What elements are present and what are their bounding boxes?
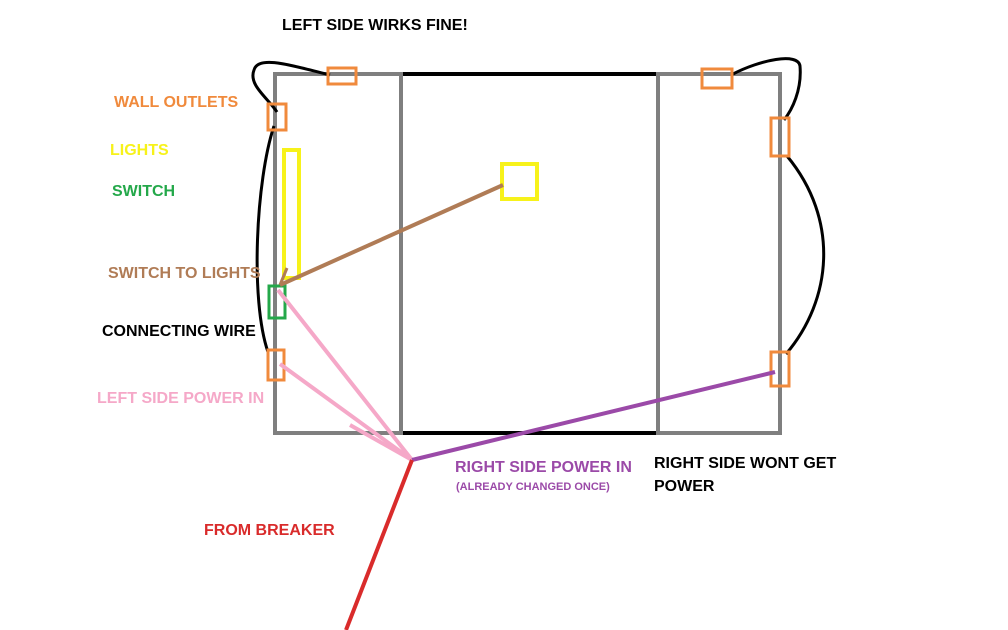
lights-middle-room <box>500 162 539 201</box>
left-room-walls <box>273 72 403 435</box>
lights-left-room <box>282 148 301 280</box>
switch-to-lights-wire-left <box>278 267 289 286</box>
legend-connecting-wire: CONNECTING WIRE <box>102 323 256 340</box>
left-power-wire-to-switch <box>276 288 414 462</box>
connecting-wire-right-side <box>784 155 826 355</box>
switch-to-lights-wire-middle <box>279 183 504 287</box>
legend-from-breaker: FROM BREAKER <box>204 522 335 539</box>
wall-outlet-left-side-top <box>266 102 288 132</box>
diagram-title: LEFT SIDE WIRKS FINE! <box>282 17 468 34</box>
note-already-changed: (ALREADY CHANGED ONCE) <box>456 481 610 493</box>
legend-left-side-power-in: LEFT SIDE POWER IN <box>97 390 265 407</box>
wall-outlet-right-side-bottom <box>769 350 791 388</box>
legend-switch-to-lights: SWITCH TO LIGHTS <box>108 265 261 282</box>
legend-switch: SWITCH <box>112 183 176 200</box>
connecting-wire-right-top <box>732 57 802 121</box>
left-power-wire-to-outlet <box>278 362 414 462</box>
right-power-wire <box>411 370 776 462</box>
right-room-walls <box>656 72 782 435</box>
legend-lights: LIGHTS <box>110 142 169 159</box>
legend-right-side-power-in: RIGHT SIDE POWER IN <box>455 459 632 476</box>
note-right-side-wont-line2: POWER <box>654 478 715 495</box>
wall-outlet-right-top <box>700 67 734 90</box>
note-right-side-wont-line1: RIGHT SIDE WONT GET <box>654 455 837 472</box>
note-right-side-wont-get-power: RIGHT SIDE WONT GET POWER <box>654 452 836 498</box>
wall-outlet-left-top <box>326 66 358 86</box>
left-power-wire-middle <box>349 423 413 462</box>
legend-wall-outlets: WALL OUTLETS <box>114 94 239 111</box>
breaker-wire <box>344 459 414 630</box>
connecting-wire-left-side <box>255 125 276 353</box>
wall-outlet-right-side-top <box>769 116 791 158</box>
connecting-wire-left-top <box>251 60 331 113</box>
